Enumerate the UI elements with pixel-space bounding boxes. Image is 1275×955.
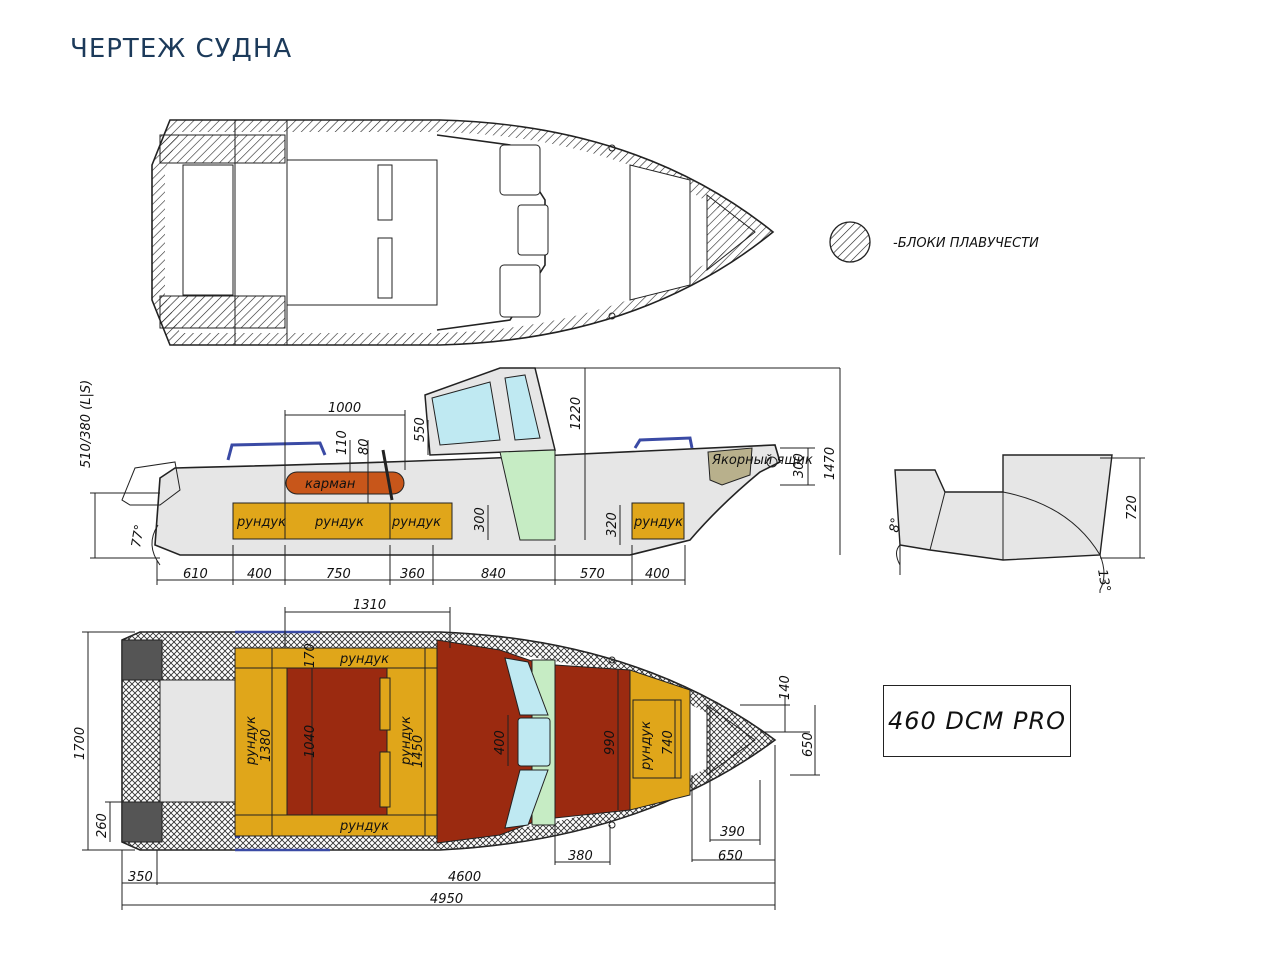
- locker-3: [389, 502, 453, 540]
- dim-400b: 400: [645, 567, 670, 582]
- dim-300-mid: 300: [473, 507, 488, 532]
- dim-360: 360: [400, 567, 425, 582]
- dim-400: 400: [493, 730, 508, 755]
- model-name-box: 460 DCM PRO: [883, 685, 1071, 757]
- dim-260: 260: [95, 813, 110, 838]
- dim-350: 350: [128, 870, 153, 885]
- dim-320: 320: [605, 512, 620, 537]
- dim-1380: 1380: [259, 729, 274, 762]
- dim-110: 110: [335, 430, 350, 455]
- dim-4950: 4950: [430, 892, 463, 907]
- bow-rail: [633, 436, 694, 449]
- dim-1220: 1220: [569, 397, 584, 430]
- page-title: ЧЕРТЕЖ СУДНА: [70, 34, 293, 64]
- dim-140: 140: [778, 675, 793, 700]
- dim-990: 990: [603, 730, 618, 755]
- dim-380: 380: [568, 849, 593, 864]
- angle-77: 77°: [129, 523, 148, 548]
- dim-840: 840: [481, 567, 506, 582]
- pocket: [285, 471, 405, 495]
- plan-window-bottom: [504, 769, 549, 829]
- dim-4600: 4600: [448, 870, 481, 885]
- plan-locker-bottom-label: рундук: [339, 819, 389, 834]
- plan-hull-mesh: [122, 632, 775, 850]
- pocket-label: карман: [305, 477, 356, 492]
- locker-label-4: рундук: [633, 515, 683, 530]
- legend: -БЛОКИ ПЛАВУЧЕСТИ: [829, 221, 1039, 263]
- locker-4: [631, 502, 685, 540]
- legend-text: -БЛОКИ ПЛАВУЧЕСТИ: [893, 236, 1039, 251]
- dim-80: 80: [357, 438, 372, 455]
- dim-1000: 1000: [328, 401, 361, 416]
- windshield-green: [499, 449, 556, 541]
- dim-720: 720: [1125, 495, 1140, 520]
- dim-400a: 400: [247, 567, 272, 582]
- dim-170: 170: [303, 643, 318, 668]
- plan-window-center: [517, 717, 551, 767]
- dim-650v: 650: [801, 732, 816, 757]
- dim-1450: 1450: [411, 735, 426, 768]
- anchor-box: [707, 447, 753, 486]
- top-view: [151, 119, 775, 346]
- deck-left: [286, 667, 388, 816]
- side-view: Якорный ящик рундук рундук рундук рундук…: [79, 367, 841, 585]
- dim-610: 610: [183, 567, 208, 582]
- dim-550: 550: [413, 417, 428, 442]
- locker-label-2: рундук: [314, 515, 364, 530]
- locker-1: [232, 502, 286, 540]
- dim-1310: 1310: [353, 598, 386, 613]
- stern-rail: [226, 441, 327, 461]
- buoyancy-hatch-icon: [829, 221, 871, 263]
- dim-570: 570: [580, 567, 605, 582]
- plan-locker-bow-label: рундук: [639, 721, 654, 771]
- cabin-window-front: [504, 374, 541, 441]
- dim-750: 750: [326, 567, 351, 582]
- dim-1470: 1470: [823, 447, 838, 480]
- dim-1040: 1040: [303, 725, 318, 758]
- dim-1700: 1700: [73, 727, 88, 760]
- plan-locker-top-label: рундук: [339, 652, 389, 667]
- dim-300-bow: 300: [792, 453, 807, 478]
- deck-right: [554, 664, 631, 819]
- model-name: 460 DCM PRO: [887, 707, 1067, 735]
- angle-8: 8°: [887, 517, 904, 534]
- stern-view: 720 8° 13°: [887, 454, 1145, 593]
- locker-label-3: рундук: [391, 515, 441, 530]
- locker-left: [234, 667, 288, 816]
- dim-390: 390: [720, 825, 745, 840]
- side-railing: [121, 461, 181, 506]
- dim-650h: 650: [718, 849, 743, 864]
- plan-locker-middle-label: рундук: [399, 716, 414, 766]
- plan-view: рундук рундук рундук рундук рундук 1310 …: [73, 598, 820, 910]
- locker-middle: [386, 667, 438, 816]
- plan-locker-left-label: рундук: [244, 716, 259, 766]
- cabin-window-side: [431, 381, 501, 446]
- anchor-box-label: Якорный ящик: [711, 453, 813, 468]
- plan-window-top: [504, 657, 549, 716]
- dim-740: 740: [661, 730, 676, 755]
- dim-510: 510/380 (L|S): [79, 380, 94, 468]
- locker-label-1: рундук: [236, 515, 286, 530]
- locker-2: [284, 502, 391, 540]
- angle-13: 13°: [1094, 568, 1113, 593]
